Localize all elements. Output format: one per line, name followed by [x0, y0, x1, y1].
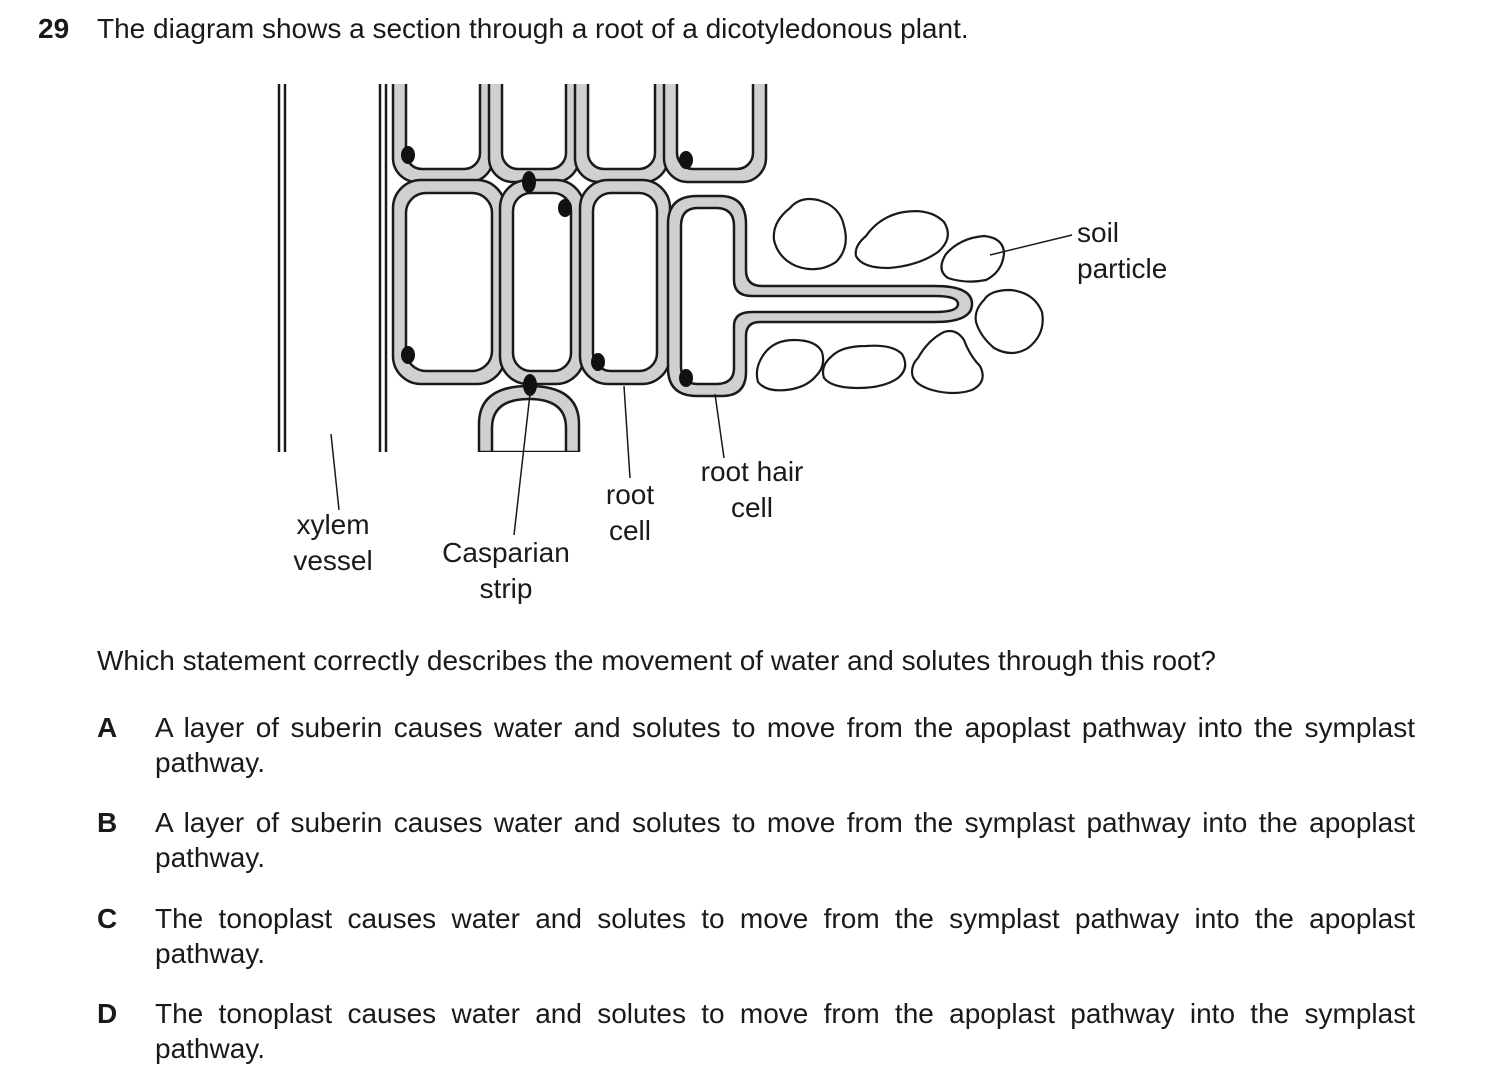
upper-cell-row: [391, 84, 768, 184]
option-c-text: The tonoplast causes water and solutes t…: [155, 903, 1415, 969]
option-b-text: A layer of suberin causes water and solu…: [155, 807, 1415, 873]
label-root-hair-cell-1: root hair: [701, 456, 804, 487]
question-stem: The diagram shows a section through a ro…: [97, 13, 969, 44]
question-prompt: Which statement correctly describes the …: [97, 645, 1216, 676]
root-section-diagram: xylem vessel Casparian strip root cell r…: [277, 84, 1167, 604]
label-soil-particle-2: particle: [1077, 253, 1167, 284]
casparian-strip-upper: [522, 171, 536, 193]
label-xylem-vessel-1: xylem: [296, 509, 369, 540]
question-number: 29: [38, 13, 70, 44]
label-root-cell-1: root: [606, 479, 654, 510]
lower-cell: [477, 384, 581, 452]
option-a-letter: A: [97, 712, 118, 743]
option-b-letter: B: [97, 807, 118, 838]
soil-particles: [755, 197, 1044, 395]
option-a-text: A layer of suberin causes water and solu…: [155, 712, 1415, 778]
label-leader-lines: [330, 234, 1073, 536]
option-c-letter: C: [97, 903, 118, 934]
middle-cell-row: [391, 178, 586, 386]
nuclei: [401, 146, 693, 396]
option-d-text: The tonoplast causes water and solutes t…: [155, 998, 1415, 1064]
diagram-labels: xylem vessel Casparian strip root cell r…: [293, 217, 1167, 604]
label-xylem-vessel-2: vessel: [293, 545, 372, 576]
label-soil-particle-1: soil: [1077, 217, 1119, 248]
option-d-letter: D: [97, 998, 118, 1029]
label-casparian-strip-2: strip: [480, 573, 533, 604]
label-root-hair-cell-2: cell: [731, 492, 773, 523]
label-root-cell-2: cell: [609, 515, 651, 546]
root-cell: [578, 178, 672, 386]
label-casparian-strip-1: Casparian: [442, 537, 570, 568]
casparian-strip-lower: [523, 374, 537, 396]
xylem-vessel: [277, 84, 388, 452]
